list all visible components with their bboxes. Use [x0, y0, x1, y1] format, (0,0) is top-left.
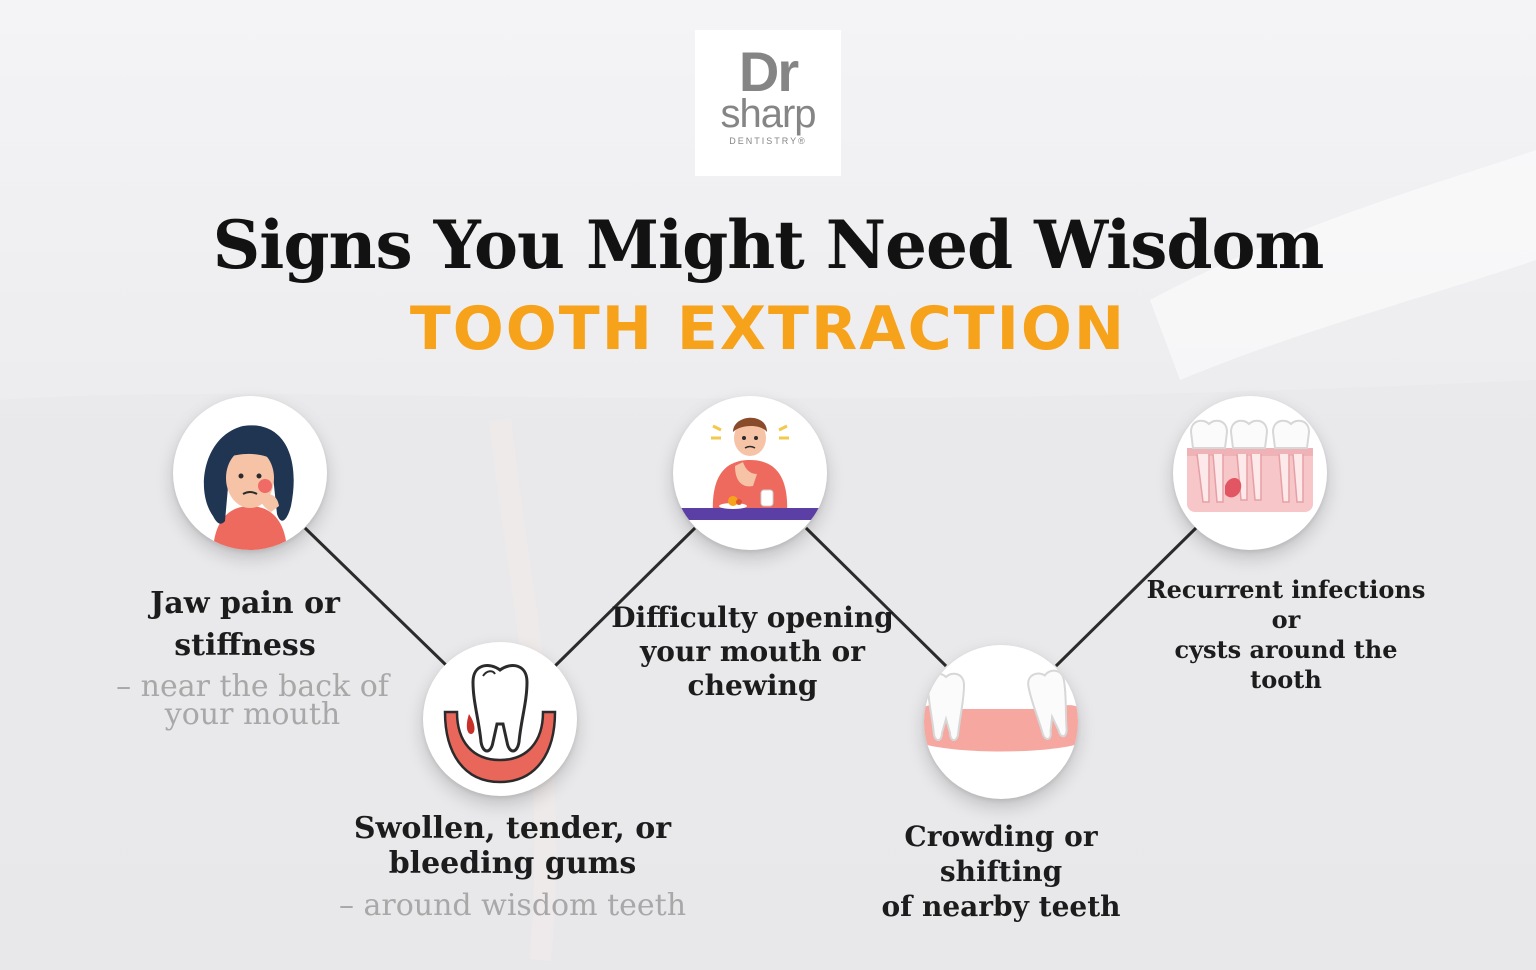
sign-opening-mouth-title-line2: your mouth or — [640, 635, 865, 668]
tooth-cyst-icon — [1187, 419, 1313, 512]
logo-text-dr: Dr — [738, 40, 799, 103]
sign-jaw-pain-circle — [173, 396, 327, 550]
sign-jaw-pain-title: Jaw pain or stiffness — [120, 583, 370, 667]
logo-text-dentistry: DENTISTRY® — [729, 136, 807, 146]
tooth-bleeding-gum-icon — [443, 664, 557, 784]
woman-holding-cheek-icon — [203, 425, 294, 550]
logo-text-sharp: sharp — [720, 92, 816, 136]
page-title: Signs You Might Need Wisdom — [212, 206, 1325, 284]
sign-jaw-pain-detail-line1: – near the back of — [116, 669, 389, 704]
sign-crowding-title: Crowding or shifting of nearby teeth — [840, 819, 1162, 924]
page-subtitle: TOOTH EXTRACTION — [409, 294, 1127, 364]
sign-gums-detail: – around wisdom teeth — [320, 888, 705, 924]
brand-logo: Dr sharp DENTISTRY® — [695, 30, 841, 176]
sign-gums-title: Swollen, tender, or bleeding gums — [340, 811, 685, 881]
sign-crowding-title-line1: Crowding or shifting — [904, 820, 1098, 888]
sign-gums-circle — [423, 642, 577, 796]
shifted-teeth-icon — [924, 669, 1078, 752]
man-eating-pain-icon — [673, 417, 827, 520]
sign-gums-title-line2: bleeding gums — [388, 846, 637, 881]
sign-crowding-title-line2: of nearby teeth — [881, 890, 1121, 923]
sign-infections-title: Recurrent infections or cysts around the… — [1140, 575, 1432, 695]
sign-opening-mouth-title: Difficulty opening your mouth or chewing — [600, 601, 905, 703]
connector-2 — [553, 526, 697, 668]
sign-crowding-circle — [924, 645, 1078, 799]
connector-1 — [303, 526, 449, 668]
sign-opening-mouth-title-line1: Difficulty opening — [611, 601, 894, 634]
sign-infections-title-line3: cysts around the tooth — [1174, 635, 1398, 694]
sign-infections-title-line2: or — [1271, 605, 1301, 634]
sign-jaw-pain-detail: – near the back of your mouth — [110, 669, 395, 732]
sign-opening-mouth-circle — [673, 396, 827, 550]
sign-opening-mouth-title-line3: chewing — [687, 669, 818, 702]
sign-gums-title-line1: Swollen, tender, or — [353, 811, 672, 846]
sign-infections-circle — [1173, 396, 1327, 550]
sign-jaw-pain-title-line2: stiffness — [174, 628, 316, 663]
sign-jaw-pain-title-line1: Jaw pain or — [150, 586, 340, 621]
sign-infections-title-line1: Recurrent infections — [1146, 575, 1426, 604]
connector-4 — [1054, 526, 1198, 668]
connector-3 — [804, 526, 948, 668]
sign-jaw-pain-detail-line2: your mouth — [164, 697, 341, 732]
sign-gums-detail-line1: – around wisdom teeth — [338, 888, 687, 923]
